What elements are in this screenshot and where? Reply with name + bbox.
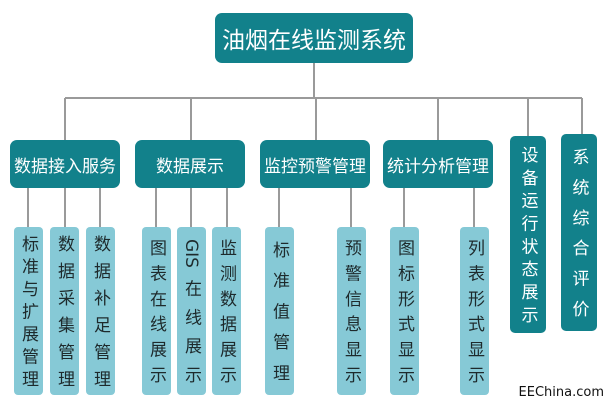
module-evaluation: 系统综合评价	[561, 134, 597, 331]
leaf-node: GIS在线展示	[177, 227, 206, 395]
module-statistics: 统计分析管理	[383, 140, 493, 188]
leaf-label: 预警信息显示	[341, 239, 361, 383]
leaf-label: 标准值管理	[269, 241, 289, 381]
module-label: 监控预警管理	[264, 156, 366, 177]
leaf-node: 标准与扩展管理	[14, 227, 43, 395]
leaf-node: 标准值管理	[265, 227, 294, 395]
leaf-label: 标准与扩展管理	[18, 235, 38, 387]
leaf-label: 列表形式显示	[464, 239, 484, 383]
leaf-label: 图标形式显示	[394, 239, 414, 383]
leaf-node: 图表在线展示	[142, 227, 171, 395]
module-data-display: 数据展示	[135, 140, 245, 188]
root-label: 油烟在线监测系统	[222, 28, 406, 54]
leaf-label: 监测数据展示	[216, 239, 236, 383]
leaf-node: 数据采集管理	[50, 227, 79, 395]
module-label: 数据接入服务	[14, 156, 116, 177]
module-device-status: 设备运行状态展示	[510, 136, 546, 333]
module-monitoring-alert: 监控预警管理	[260, 140, 370, 188]
module-label: 设备运行状态展示	[517, 146, 538, 323]
module-label: 数据展示	[156, 156, 224, 177]
leaf-label: 图表在线展示	[146, 239, 166, 383]
leaf-node: 列表形式显示	[460, 227, 489, 395]
leaf-label: GIS在线展示	[181, 239, 201, 383]
leaf-node: 图标形式显示	[390, 227, 419, 395]
leaf-label: 数据采集管理	[54, 235, 74, 387]
leaf-node: 数据补足管理	[86, 227, 115, 395]
leaf-node: 预警信息显示	[337, 227, 366, 395]
watermark: EEChina.com	[518, 385, 604, 400]
root-node: 油烟在线监测系统	[215, 13, 413, 63]
leaf-label: 数据补足管理	[90, 235, 110, 387]
module-label: 统计分析管理	[387, 156, 489, 177]
module-label: 系统综合评价	[568, 148, 589, 317]
leaf-node: 监测数据展示	[212, 227, 241, 395]
module-data-ingestion: 数据接入服务	[10, 140, 120, 188]
